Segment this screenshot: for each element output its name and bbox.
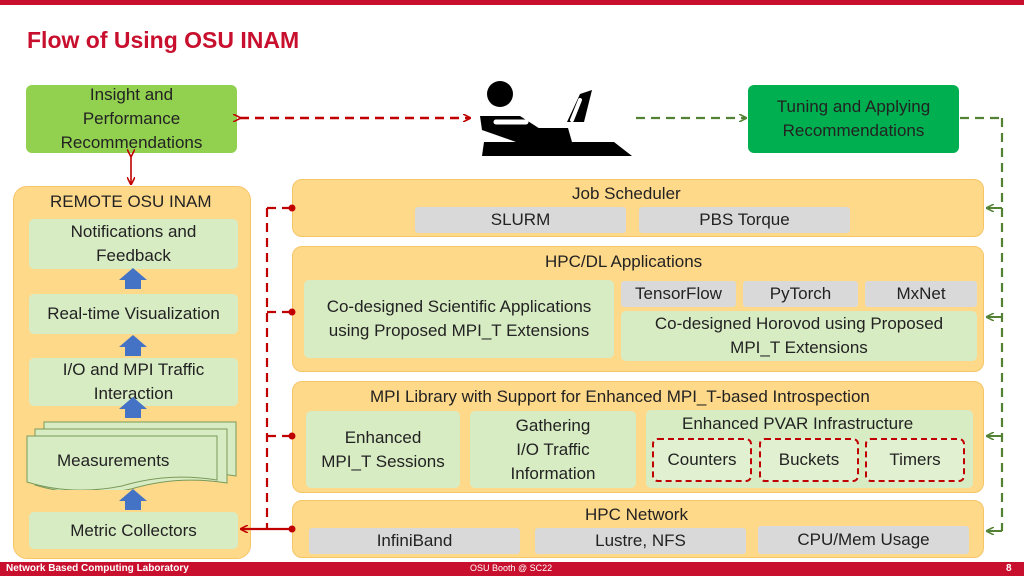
counters-box: Counters [652, 438, 752, 482]
mpi-t-sessions-box: Enhanced MPI_T Sessions [306, 411, 460, 488]
lustre-nfs-box: Lustre, NFS [535, 528, 746, 554]
pbs-torque-box: PBS Torque [639, 207, 850, 233]
slurm-box: SLURM [415, 207, 626, 233]
job-scheduler-panel [292, 179, 984, 237]
measurements-stack [26, 420, 238, 494]
buckets-box: Buckets [759, 438, 859, 482]
timers-box: Timers [865, 438, 965, 482]
hpc-dl-applications-title: HPC/DL Applications [545, 252, 703, 271]
footer-lab: Network Based Computing Laboratory [6, 563, 189, 574]
job-scheduler-title: Job Scheduler [572, 184, 681, 203]
mxnet-box: MxNet [865, 281, 977, 307]
visualization-box: Real-time Visualization [29, 294, 238, 334]
footer-page-number: 8 [1006, 563, 1012, 574]
codesigned-apps-box: Co-designed Scientific Applications usin… [304, 280, 614, 358]
up-arrow-icon [119, 268, 147, 510]
mpi-library-title: MPI Library with Support for Enhanced MP… [370, 387, 870, 406]
measurements-label: Measurements [57, 451, 170, 470]
top-accent-bar [0, 0, 1024, 5]
infiniband-box: InfiniBand [309, 528, 520, 554]
tuning-box: Tuning and Applying Recommendations [748, 85, 959, 153]
page-title: Flow of Using OSU INAM [27, 27, 300, 53]
horovod-box: Co-designed Horovod using Proposed MPI_T… [621, 311, 977, 361]
footer-booth: OSU Booth @ SC22 [470, 563, 553, 573]
pytorch-box: PyTorch [743, 281, 858, 307]
user-at-computer-icon [472, 72, 634, 158]
remote-panel-title: REMOTE OSU INAM [50, 192, 212, 211]
notifications-box: Notifications and Feedback [29, 219, 238, 269]
insight-box: Insight and Performance Recommendations [26, 85, 237, 153]
interaction-box: I/O and MPI Traffic Interaction [29, 358, 238, 406]
hpc-network-title: HPC Network [585, 505, 688, 524]
pvar-infrastructure-title: Enhanced PVAR Infrastructure [682, 414, 914, 433]
metric-collectors-box: Metric Collectors [29, 512, 238, 549]
gathering-io-traffic-box: Gathering I/O Traffic Information [470, 411, 636, 488]
cpu-mem-usage-box: CPU/Mem Usage [758, 526, 969, 554]
tensorflow-box: TensorFlow [621, 281, 736, 307]
footer-bar: Network Based Computing Laboratory OSU B… [0, 562, 1024, 576]
